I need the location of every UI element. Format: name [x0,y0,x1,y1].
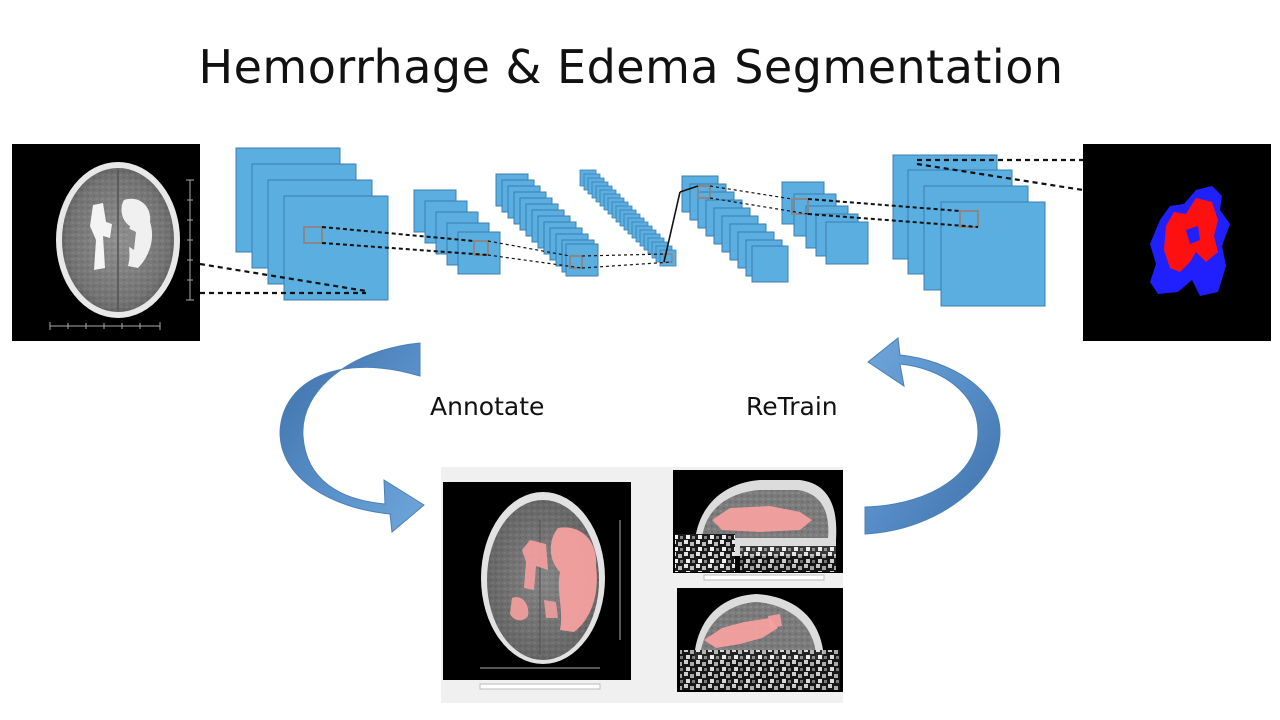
retrain-arrow-icon [864,337,1001,535]
connection-lines [199,158,1084,295]
retrain-label: ReTrain [746,392,838,421]
annotate-arrow-icon [279,342,425,533]
output-segmentation-mask-icon [1083,144,1271,341]
diagram-title: Hemorrhage & Edema Segmentation [198,40,1064,94]
axial-view-icon [443,482,631,690]
input-ct-scan-icon [12,144,200,341]
coronal-view-icon [677,588,843,692]
sagittal-view-icon [673,470,843,581]
cnn-feature-maps [235,147,1046,307]
annotation-panel [441,467,843,703]
annotate-label: Annotate [430,392,545,421]
